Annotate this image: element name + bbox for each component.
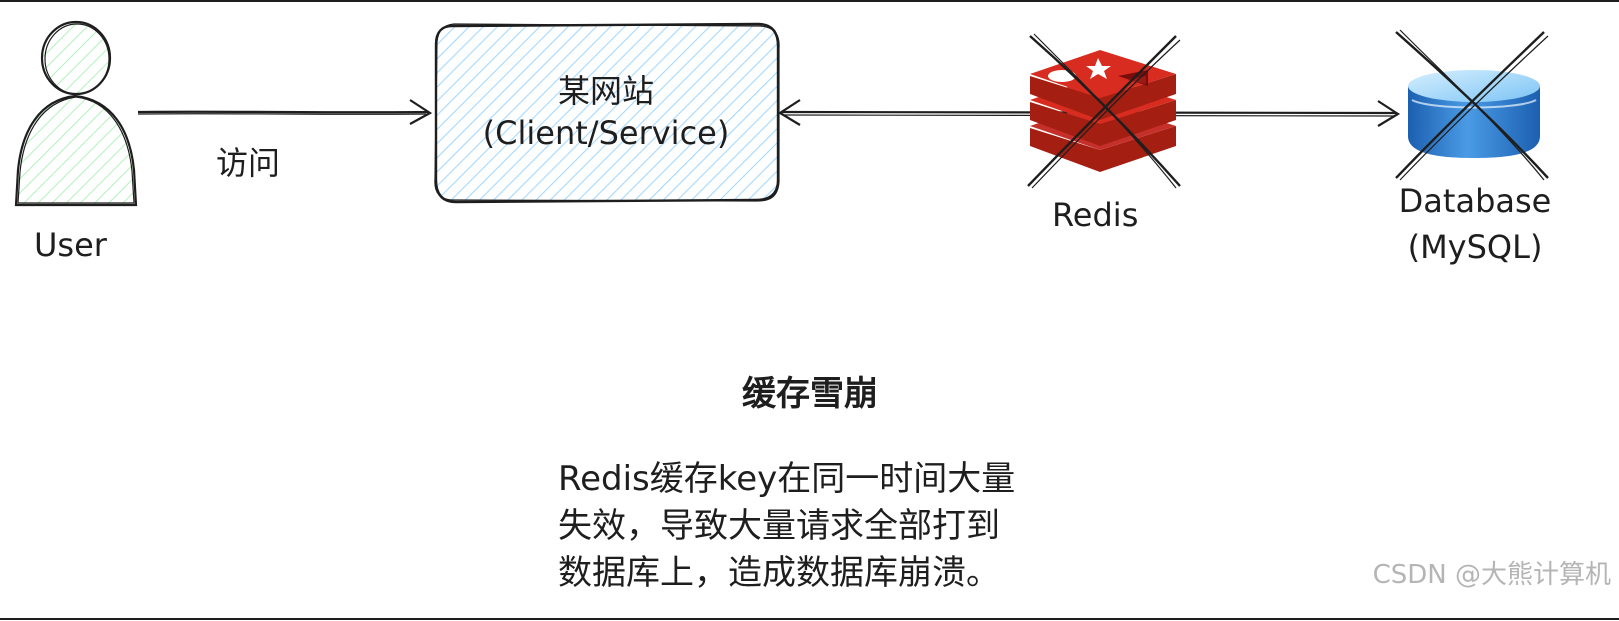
website-title: 某网站 <box>557 72 654 110</box>
access-arrow <box>137 99 433 125</box>
website-subtitle: (Client/Service) <box>482 114 730 152</box>
top-border <box>0 0 1619 2</box>
database-cylinder-icon <box>1408 70 1540 158</box>
redis-label: Redis <box>1052 196 1139 234</box>
explanation-text: Redis缓存key在同一时间大量 失效，导致大量请求全部打到 数据库上，造成数… <box>558 456 1078 597</box>
database-label-line2: (MySQL) <box>1407 228 1543 266</box>
website-node <box>434 22 780 204</box>
redis-cross-out-icon <box>1027 33 1181 189</box>
explanation-line: Redis缓存key在同一时间大量 <box>558 459 1016 499</box>
user-label: User <box>34 226 107 264</box>
explanation-heading: 缓存雪崩 <box>742 374 878 414</box>
database-label: Database (MySQL) <box>1390 178 1560 270</box>
explanation-line: 数据库上，造成数据库崩溃。 <box>558 553 1000 593</box>
explanation-line: 失效，导致大量请求全部打到 <box>558 506 1000 546</box>
watermark: CSDN @大熊计算机 <box>1372 560 1611 590</box>
person-icon <box>14 20 138 207</box>
database-cross-out-icon <box>1395 29 1549 181</box>
database-label-line1: Database <box>1398 182 1552 220</box>
bottom-border <box>0 618 1619 620</box>
access-edge-label: 访问 <box>216 144 281 182</box>
